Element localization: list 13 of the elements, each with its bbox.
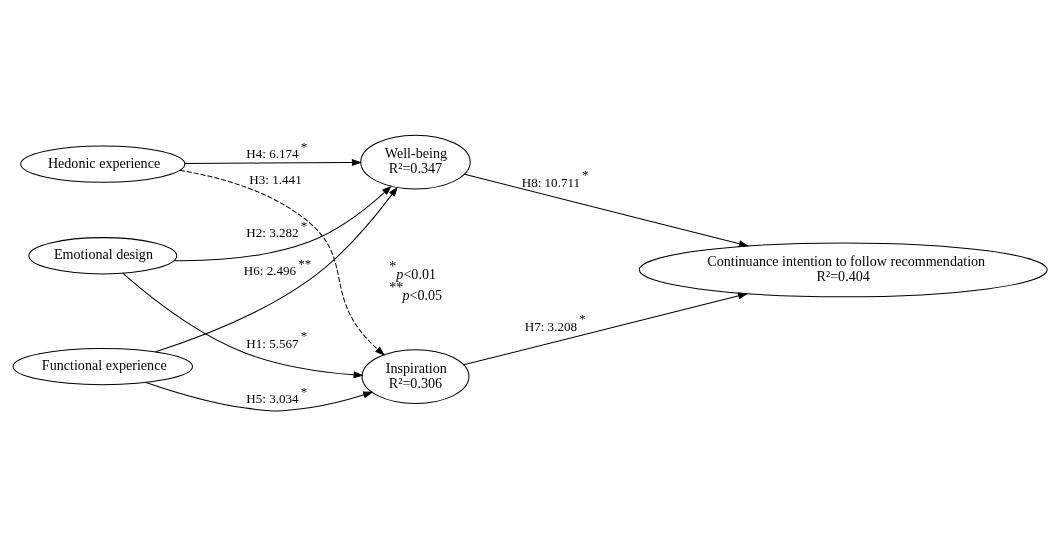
node-ellipse: Hedonic experience [20,145,186,183]
edge-label: H3: 1.441 [249,171,302,187]
node-ellipse: Emotional design [28,237,178,275]
arrow [122,272,364,379]
arrow [184,158,362,167]
arrow [155,186,398,353]
arrow [173,185,392,262]
arrow [464,173,749,248]
arrow [145,381,374,412]
node-ellipse: Functional experience [12,347,193,386]
arrow [179,169,385,356]
node-ellipse: Well-being R²=0.347 [360,134,471,190]
arrow [463,292,749,366]
